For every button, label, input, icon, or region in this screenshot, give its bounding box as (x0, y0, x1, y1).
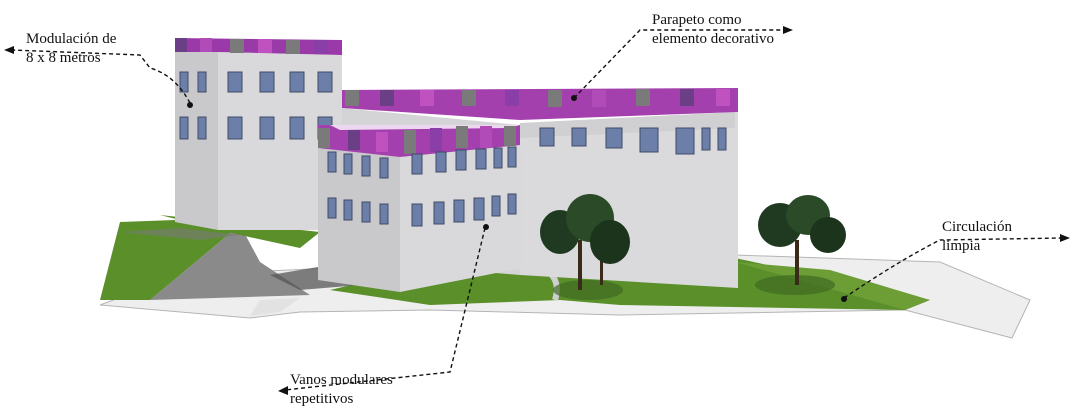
arrowhead-left (278, 386, 288, 395)
parapet-front (318, 126, 516, 154)
label-parapeto-line1: Parapeto como (652, 12, 742, 28)
label-modulacion-line2: 8 x 8 metros (26, 50, 101, 66)
arrowhead-left (4, 46, 14, 54)
label-circulacion-line1: Circulación (942, 219, 1012, 235)
leader-parapeto (573, 29, 785, 99)
marker-dot (841, 296, 847, 302)
leader-dots (187, 95, 847, 302)
tree-right (755, 195, 846, 295)
label-vanos-line1: Vanos modulares (290, 372, 393, 388)
marker-dot (571, 95, 577, 101)
leader-modulacion (11, 49, 191, 104)
marker-dot (483, 224, 489, 230)
label-vanos: Vanos modulares repetitivos (290, 371, 393, 409)
label-circulacion-line2: limpia (942, 238, 981, 254)
label-vanos-line2: repetitivos (290, 391, 354, 407)
parapet-main (345, 89, 730, 107)
windows-front (327, 146, 517, 227)
leader-circulacion (843, 237, 1063, 299)
leader-arrowheads (4, 26, 1070, 395)
label-circulacion: Circulación limpia (942, 218, 1012, 256)
arrowhead-right (783, 26, 793, 34)
front-block (318, 125, 522, 292)
marker-dot (187, 102, 193, 108)
label-modulacion-line1: Modulación de (26, 31, 117, 47)
label-modulacion: Modulación de 8 x 8 metros (26, 30, 116, 68)
arrowhead-right (1060, 234, 1070, 242)
leader-lines (11, 29, 1063, 391)
leader-vanos (284, 227, 486, 391)
label-parapeto: Parapeto como elemento decorativo (652, 11, 774, 49)
windows-main (539, 127, 727, 155)
parapet-tower (175, 38, 328, 54)
windows-tower (179, 71, 333, 140)
tower-left (175, 38, 342, 230)
tree-left (540, 194, 630, 300)
label-parapeto-line2: elemento decorativo (652, 31, 775, 47)
